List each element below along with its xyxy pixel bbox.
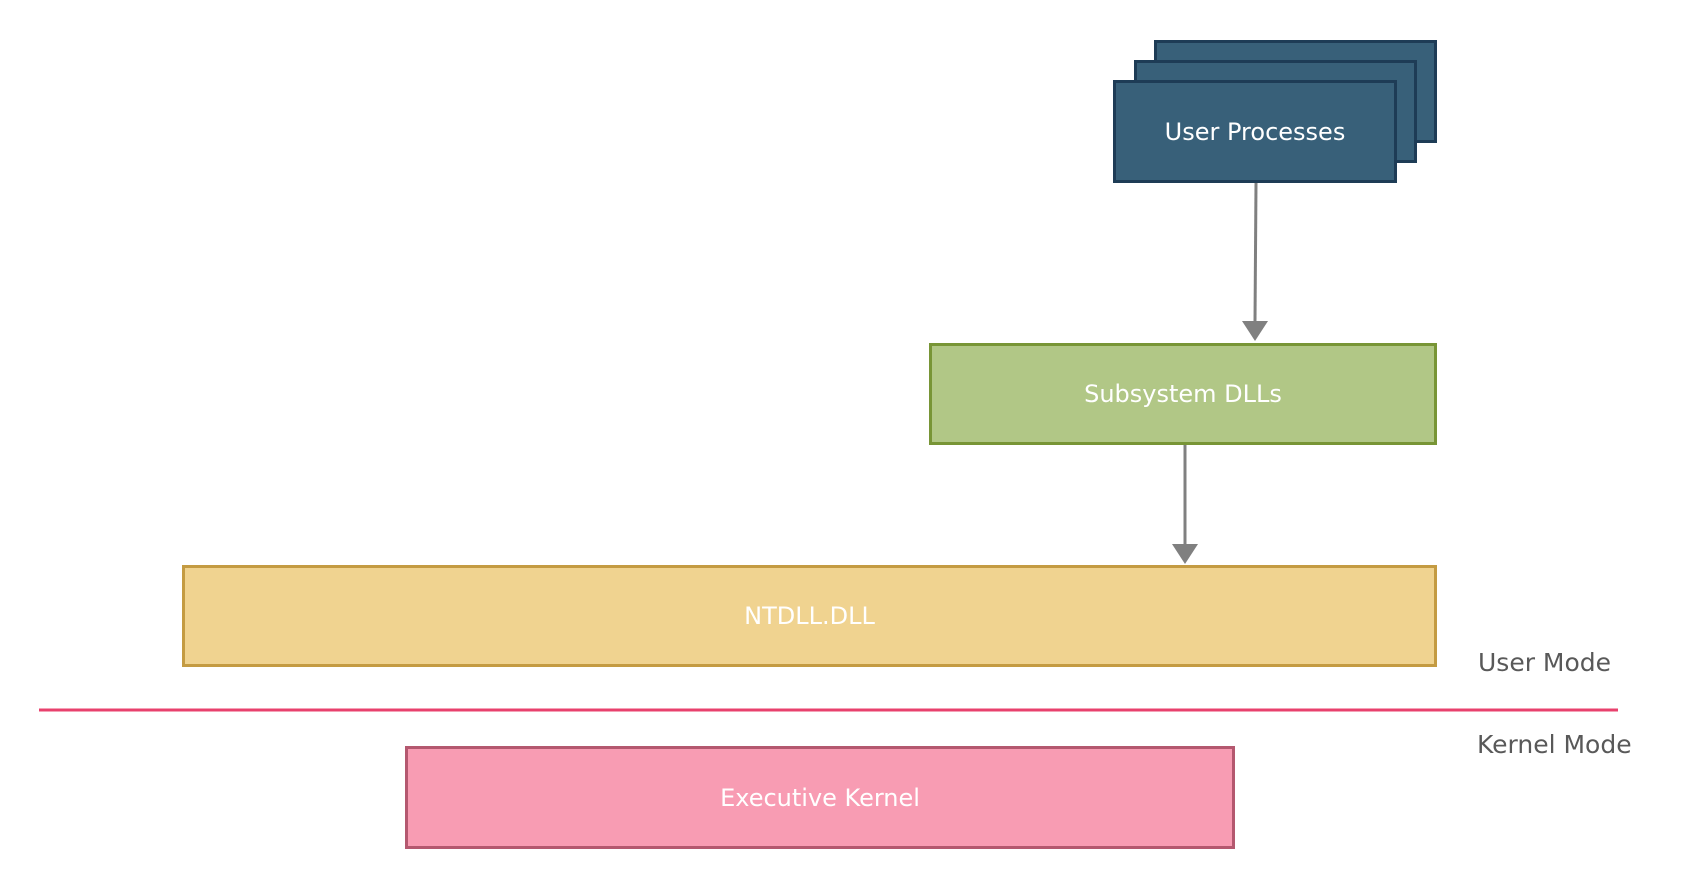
kernel-mode-label: Kernel Mode — [1477, 730, 1632, 759]
user-to-subsystem-arrow — [1253, 182, 1258, 322]
executive-kernel-label: Executive Kernel — [720, 783, 920, 812]
ntdll-label: NTDLL.DLL — [744, 602, 875, 630]
user-mode-label: User Mode — [1478, 648, 1612, 677]
user-processes-box: User Processes — [1113, 80, 1397, 183]
executive-kernel-box: Executive Kernel — [405, 746, 1235, 849]
ntdll-box: NTDLL.DLL — [182, 565, 1437, 667]
subsystem-dlls-label: Subsystem DLLs — [1084, 380, 1282, 408]
user-to-subsystem-arrowhead — [1242, 321, 1268, 341]
user-processes-label: User Processes — [1164, 117, 1346, 146]
subsystem-dlls-box: Subsystem DLLs — [929, 343, 1437, 445]
subsystem-to-ntdll-arrowhead — [1172, 544, 1198, 564]
